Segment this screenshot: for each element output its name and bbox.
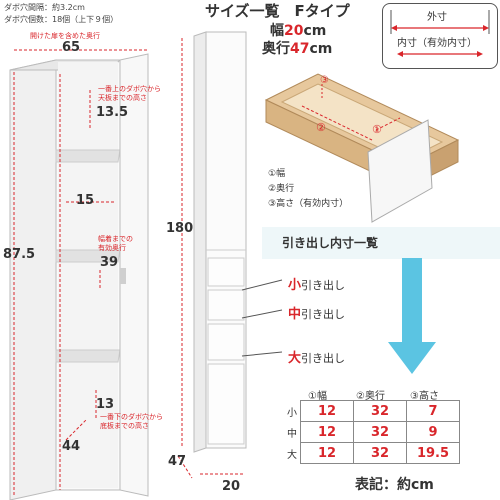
drawer-large-label: 大引き出し bbox=[288, 351, 346, 366]
slim-cabinet-illustration bbox=[177, 31, 247, 479]
top-hole-note-2: 天板までの高さ bbox=[98, 94, 147, 102]
table-cell: 19.5 bbox=[406, 442, 460, 464]
table-row: 大 12 32 19.5 bbox=[284, 442, 460, 464]
door-open-note: 開けた扉を含めた奥行 bbox=[30, 32, 100, 40]
table-header-depth: ②奥行 bbox=[356, 391, 385, 402]
drawer-dimensions-table: 小 12 32 7 中 12 32 9 大 12 32 19.5 bbox=[284, 400, 460, 464]
unit-footnote: 表記：約cm bbox=[355, 477, 434, 493]
table-row: 小 12 32 7 bbox=[284, 400, 460, 422]
table-cell: 32 bbox=[353, 442, 407, 464]
legend-outer: 外寸 bbox=[427, 12, 447, 23]
hole-count-note: ダボ穴個数：18個（上下９個） bbox=[4, 15, 119, 24]
table-cell: 12 bbox=[300, 400, 354, 422]
table-header-width: ①幅 bbox=[308, 391, 327, 402]
table-cell: 32 bbox=[353, 421, 407, 443]
table-cell: 12 bbox=[300, 421, 354, 443]
drawer-small-label: 小引き出し bbox=[288, 278, 346, 293]
drawer-medium-label: 中引き出し bbox=[288, 307, 346, 322]
row-label: 小 bbox=[287, 407, 297, 419]
marker-3: ③ bbox=[320, 75, 329, 86]
dimension-legend: 外寸 内寸（有効内寸） bbox=[382, 3, 498, 69]
unit-width: 20 bbox=[222, 479, 241, 494]
shelf-height: 87.5 bbox=[3, 247, 36, 262]
table-cell: 9 bbox=[406, 421, 460, 443]
inner-width-value: 39 bbox=[100, 255, 119, 270]
marker-1: ① bbox=[372, 123, 382, 136]
depth-spec: 奥行47cm bbox=[262, 41, 333, 57]
bottom-value: 44 bbox=[62, 439, 81, 454]
bottom-hole-note-1: 一番下のダボ穴から bbox=[100, 413, 163, 421]
hole-pitch-note: ダボ穴間隔：約3.2cm bbox=[4, 3, 85, 12]
part-depth: ②奥行 bbox=[268, 184, 295, 194]
marker-2: ② bbox=[316, 121, 326, 134]
inner-dimensions-band bbox=[262, 227, 500, 259]
open-cabinet-illustration bbox=[9, 49, 149, 500]
part-height: ③高さ（有効内寸） bbox=[268, 199, 349, 209]
drawer-connectors bbox=[241, 279, 283, 357]
unit-depth: 47 bbox=[168, 454, 187, 469]
row-label: 中 bbox=[287, 428, 297, 440]
door-open-depth: 65 bbox=[62, 40, 81, 55]
drawer-illustration bbox=[264, 73, 460, 223]
table-header-height: ③高さ bbox=[410, 391, 439, 402]
table-row: 中 12 32 9 bbox=[284, 421, 460, 443]
width-spec: 幅20cm bbox=[270, 23, 327, 39]
legend-inner: 内寸（有効内寸） bbox=[397, 38, 477, 49]
inner-width-note-1: 幅着までの bbox=[98, 235, 133, 243]
table-cell: 32 bbox=[353, 400, 407, 422]
top-hole-note-1: 一番上のダボ穴から bbox=[98, 85, 161, 93]
bottom-hole-note-2: 底板までの高さ bbox=[100, 422, 149, 430]
top-hole-value: 13.5 bbox=[96, 105, 129, 120]
table-cell: 12 bbox=[300, 442, 354, 464]
shelf-depth: 15 bbox=[76, 193, 95, 208]
inner-dimensions-title: 引き出し内寸一覧 bbox=[282, 236, 379, 250]
down-arrow-icon bbox=[388, 258, 436, 374]
inner-width-note-2: 有効奥行 bbox=[98, 244, 126, 252]
part-width: ①幅 bbox=[268, 169, 286, 179]
legend-arrows-icon bbox=[390, 10, 490, 57]
page-title: サイズ一覧 Fタイプ bbox=[205, 2, 350, 20]
total-height: 180 bbox=[166, 221, 194, 236]
row-label: 大 bbox=[287, 449, 297, 461]
bottom-hole-value: 13 bbox=[96, 397, 115, 412]
table-cell: 7 bbox=[406, 400, 460, 422]
